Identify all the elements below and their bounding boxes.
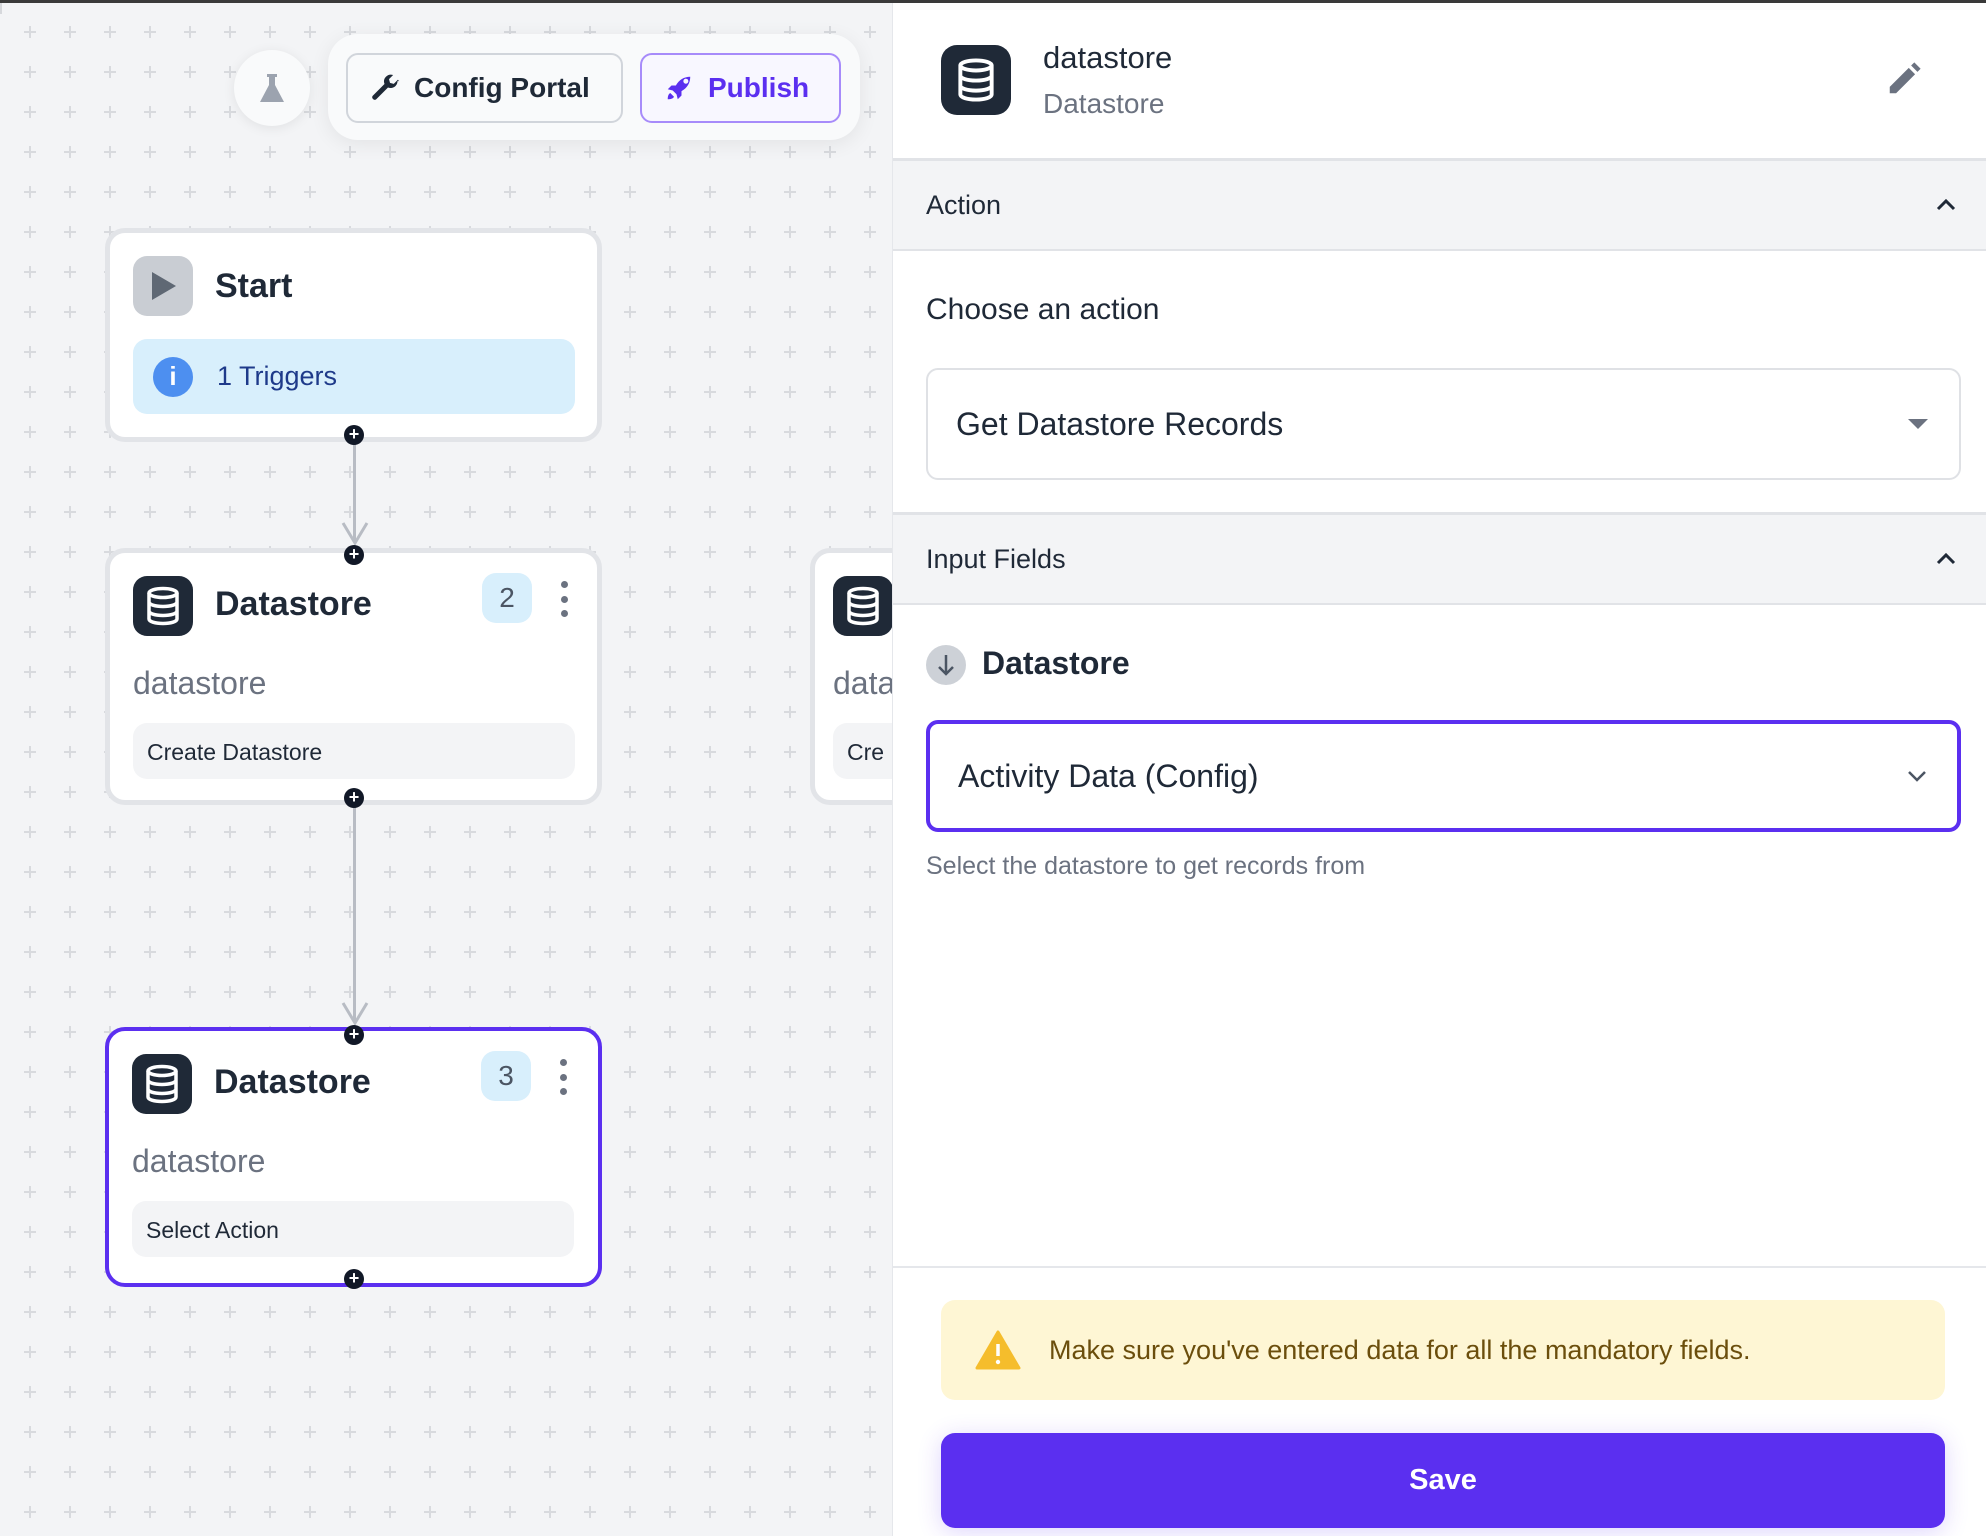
- add-step-handle[interactable]: +: [344, 788, 364, 808]
- mandatory-fields-warning: Make sure you've entered data for all th…: [941, 1300, 1945, 1400]
- edge-start-to-datastore: [353, 442, 356, 542]
- node-action: Select Action: [132, 1201, 574, 1257]
- add-step-handle[interactable]: +: [344, 1025, 364, 1045]
- node-action: Create Datastore: [133, 723, 575, 779]
- info-icon: i: [153, 356, 193, 397]
- node-subtitle: data: [833, 665, 896, 701]
- arrow-down-icon: [926, 645, 966, 685]
- publish-button[interactable]: Publish: [640, 53, 841, 123]
- edit-pencil-icon[interactable]: [1885, 60, 1923, 98]
- datastore-node-2[interactable]: Datastore 2 datastore Create Datastore: [105, 548, 602, 805]
- panel-subtitle: Datastore: [1043, 88, 1165, 119]
- database-icon: [941, 45, 1011, 115]
- node-title: Start: [215, 267, 293, 305]
- add-step-handle[interactable]: +: [344, 1269, 364, 1289]
- arrow-head-icon: [341, 522, 369, 546]
- input-fields-label: Input Fields: [926, 543, 1066, 574]
- datastore-field-label: Datastore: [982, 645, 1130, 681]
- action-select-value: Get Datastore Records: [956, 405, 1284, 442]
- config-portal-button[interactable]: Config Portal: [346, 53, 623, 123]
- arrow-head-icon: [341, 1002, 369, 1026]
- node-title: Datastore: [215, 585, 372, 623]
- input-fields-section-header[interactable]: Input Fields: [893, 512, 1986, 605]
- play-icon: [133, 256, 193, 316]
- node-subtitle: datastore: [132, 1143, 266, 1179]
- action-section-header[interactable]: Action: [893, 158, 1986, 251]
- test-flow-button[interactable]: [234, 50, 310, 126]
- panel-title: datastore: [1043, 40, 1173, 75]
- datastore-node-3[interactable]: Datastore 3 datastore Select Action: [105, 1027, 602, 1287]
- publish-label: Publish: [708, 72, 810, 103]
- triggers-count: 1 Triggers: [217, 361, 338, 391]
- node-subtitle: datastore: [133, 665, 267, 701]
- warning-icon: [975, 1330, 1021, 1370]
- database-icon: [833, 576, 893, 636]
- choose-action-label: Choose an action: [926, 293, 1160, 326]
- datastore-helper-text: Select the datastore to get records from: [926, 852, 1366, 880]
- step-number-badge: 3: [481, 1051, 531, 1101]
- more-options-icon[interactable]: [556, 581, 572, 617]
- step-config-panel: datastore Datastore Action Choose an act…: [892, 0, 1986, 1536]
- add-step-handle[interactable]: +: [344, 425, 364, 445]
- node-title: Datastore: [214, 1063, 371, 1101]
- action-section-label: Action: [926, 189, 1002, 220]
- config-portal-label: Config Portal: [414, 72, 590, 103]
- window-top-border: [0, 0, 1986, 3]
- rocket-icon: [667, 76, 691, 100]
- step-number-badge: 2: [482, 573, 532, 623]
- edge-datastore-to-datastore: [353, 805, 356, 1020]
- database-icon: [132, 1054, 192, 1114]
- triggers-info[interactable]: i 1 Triggers: [133, 339, 575, 414]
- caret-down-icon: [1908, 419, 1928, 429]
- flask-icon: [260, 74, 284, 102]
- warning-text: Make sure you've entered data for all th…: [1049, 1334, 1751, 1365]
- database-icon: [133, 576, 193, 636]
- save-button[interactable]: Save: [941, 1433, 1945, 1528]
- wrench-icon: [372, 74, 399, 100]
- more-options-icon[interactable]: [555, 1059, 571, 1095]
- footer-divider: [893, 1266, 1986, 1268]
- add-step-handle[interactable]: +: [344, 545, 364, 565]
- toolbar: Config Portal Publish: [328, 34, 860, 140]
- datastore-select-value: Activity Data (Config): [958, 757, 1259, 794]
- start-node[interactable]: Start i 1 Triggers: [105, 228, 602, 442]
- chevron-up-icon: [1936, 552, 1956, 565]
- action-select[interactable]: Get Datastore Records: [926, 368, 1961, 480]
- chevron-up-icon: [1936, 198, 1956, 211]
- workflow-canvas[interactable]: Config Portal Publish Start i 1 Triggers…: [0, 0, 1307, 1536]
- chevron-down-icon: [1908, 771, 1926, 782]
- datastore-select[interactable]: Activity Data (Config): [926, 720, 1961, 832]
